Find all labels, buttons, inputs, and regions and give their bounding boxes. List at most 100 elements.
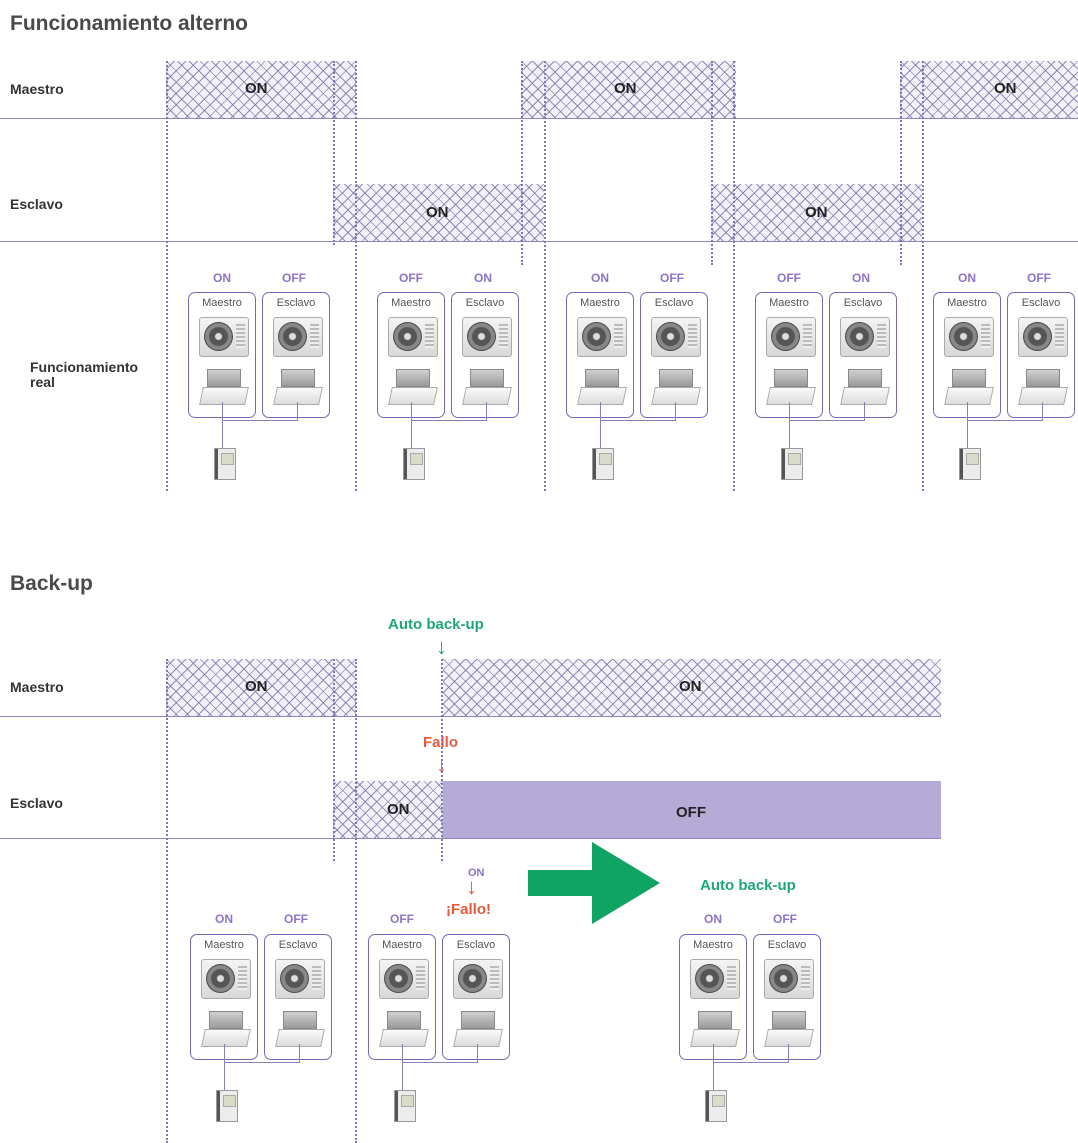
- outdoor-unit-icon: [944, 317, 994, 357]
- unit-name: Maestro: [204, 939, 244, 951]
- unit-name: Maestro: [382, 939, 422, 951]
- control-wire: [224, 1044, 300, 1063]
- unit-name: Esclavo: [276, 297, 316, 309]
- unit-state-label: ON: [852, 271, 870, 285]
- unit-name: Esclavo: [465, 297, 505, 309]
- time-marker: [922, 61, 924, 491]
- indoor-outdoor-unit: Maestro: [377, 292, 445, 418]
- cassette-unit-icon: [764, 1011, 814, 1047]
- time-marker: [733, 61, 735, 491]
- remote-controller-icon: [214, 448, 236, 480]
- unit-name: Esclavo: [1021, 297, 1061, 309]
- fallo-exclaim-label: ¡Fallo!: [446, 901, 491, 918]
- bar-label: ON: [245, 80, 268, 97]
- cassette-unit-icon: [201, 1011, 251, 1047]
- time-marker: [166, 659, 168, 1143]
- indoor-outdoor-unit: Esclavo: [753, 934, 821, 1060]
- row-label-master: Maestro: [10, 81, 64, 97]
- unit-state-label: ON: [591, 271, 609, 285]
- unit-name: Esclavo: [654, 297, 694, 309]
- outdoor-unit-icon: [764, 959, 814, 999]
- row-label-master: Maestro: [10, 679, 64, 695]
- unit-state-label: OFF: [282, 271, 306, 285]
- cassette-unit-icon: [453, 1011, 503, 1047]
- unit-state-label: OFF: [284, 912, 308, 926]
- control-wire: [402, 1044, 478, 1063]
- master-on-bar: [166, 61, 356, 118]
- indoor-outdoor-unit: Esclavo: [262, 292, 330, 418]
- cassette-unit-icon: [577, 369, 627, 405]
- unit-state-label: OFF: [390, 912, 414, 926]
- divider-line: [0, 241, 1078, 242]
- divider-line: [0, 838, 941, 839]
- unit-name: Maestro: [580, 297, 620, 309]
- remote-controller-icon: [959, 448, 981, 480]
- outdoor-unit-icon: [651, 317, 701, 357]
- indoor-outdoor-unit: Esclavo: [1007, 292, 1075, 418]
- master-on-bar: [166, 659, 356, 716]
- cassette-unit-icon: [388, 369, 438, 405]
- master-on-bar: [443, 659, 941, 716]
- unit-state-label: OFF: [660, 271, 684, 285]
- slave-off-bar: [443, 781, 941, 838]
- remote-controller-icon: [592, 448, 614, 480]
- outdoor-unit-icon: [766, 317, 816, 357]
- unit-state-label: ON: [958, 271, 976, 285]
- indoor-outdoor-unit: Esclavo: [640, 292, 708, 418]
- unit-name: Esclavo: [843, 297, 883, 309]
- remote-controller-icon: [216, 1090, 238, 1122]
- master-on-bar: [521, 61, 736, 118]
- indoor-outdoor-unit: Maestro: [566, 292, 634, 418]
- unit-state-label: ON: [704, 912, 722, 926]
- unit-name: Maestro: [391, 297, 431, 309]
- cassette-unit-icon: [273, 369, 323, 405]
- control-wire: [222, 420, 223, 448]
- unit-name: Maestro: [947, 297, 987, 309]
- unit-state-label: ON: [213, 271, 231, 285]
- section-title-alternate: Funcionamiento alterno: [10, 12, 249, 35]
- unit-name: Esclavo: [767, 939, 807, 951]
- cassette-unit-icon: [1018, 369, 1068, 405]
- down-arrow-icon: ↓: [466, 874, 477, 899]
- control-wire: [600, 402, 676, 421]
- indoor-outdoor-unit: Maestro: [679, 934, 747, 1060]
- outdoor-unit-icon: [462, 317, 512, 357]
- unit-name: Esclavo: [456, 939, 496, 951]
- time-marker: [333, 61, 335, 245]
- slave-on-bar: [711, 184, 922, 241]
- unit-name: Esclavo: [278, 939, 318, 951]
- remote-controller-icon: [781, 448, 803, 480]
- auto-backup-result-label: Auto back-up: [700, 877, 796, 894]
- time-marker: [544, 61, 546, 491]
- control-wire: [402, 1062, 403, 1090]
- control-wire: [967, 420, 968, 448]
- cassette-unit-icon: [275, 1011, 325, 1047]
- outdoor-unit-icon: [1018, 317, 1068, 357]
- bar-label: OFF: [676, 804, 706, 821]
- control-wire: [789, 420, 790, 448]
- unit-name: Maestro: [693, 939, 733, 951]
- bar-label: ON: [426, 204, 449, 221]
- cassette-unit-icon: [462, 369, 512, 405]
- control-wire: [411, 402, 487, 421]
- cassette-unit-icon: [690, 1011, 740, 1047]
- fallo-label: Fallo: [423, 734, 459, 751]
- outdoor-unit-icon: [453, 959, 503, 999]
- indoor-outdoor-unit: Esclavo: [264, 934, 332, 1060]
- indoor-outdoor-unit: Maestro: [755, 292, 823, 418]
- outdoor-unit-icon: [379, 959, 429, 999]
- unit-state-on: ON: [468, 867, 485, 879]
- indoor-outdoor-unit: Maestro: [188, 292, 256, 418]
- indoor-outdoor-unit: Maestro: [368, 934, 436, 1060]
- bar-label: ON: [679, 678, 702, 695]
- control-wire: [224, 1062, 225, 1090]
- control-wire: [411, 420, 412, 448]
- bar-label: ON: [805, 204, 828, 221]
- row-label-real: Funcionamiento real: [30, 359, 139, 390]
- master-on-bar: [900, 61, 1078, 118]
- control-wire: [713, 1044, 789, 1063]
- unit-state-label: ON: [215, 912, 233, 926]
- bar-label: ON: [994, 80, 1017, 97]
- unit-state-label: ON: [474, 271, 492, 285]
- outdoor-unit-icon: [199, 317, 249, 357]
